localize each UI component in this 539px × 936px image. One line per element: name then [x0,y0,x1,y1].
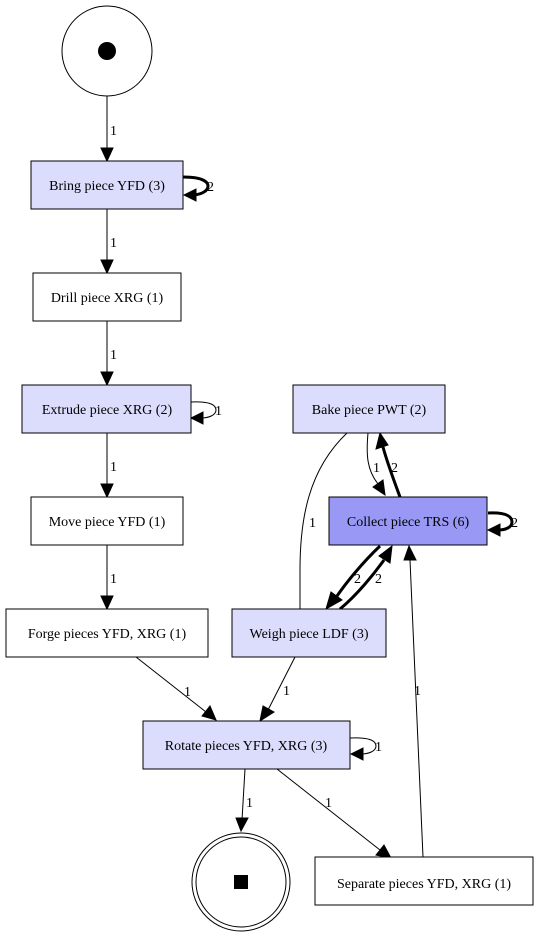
drill-label: Drill piece XRG (1) [51,291,164,306]
activity-node-bake[interactable]: Bake piece PWT (2) [292,384,446,434]
edge-label-move-forge: 1 [110,572,117,587]
activity-node-drill[interactable]: Drill piece XRG (1) [32,272,182,322]
activity-node-collect[interactable]: Collect piece TRS (6) [328,496,488,546]
edge-label-forge-rotate: 1 [184,685,191,700]
edge-label-extrude-self: 1 [215,404,222,419]
weigh-box [231,608,387,658]
end-square-icon [234,875,248,889]
activity-node-extrude[interactable]: Extrude piece XRG (2) [21,384,192,434]
edge-collect-self-loop: 2 [486,511,518,537]
edge-label-weigh-rotate: 1 [283,684,290,699]
move-label: Move piece YFD (1) [49,515,166,530]
edge-label-drill-extrude: 1 [110,348,117,363]
start-dot-icon [98,42,116,60]
move-box [30,496,184,546]
edge-extrude-self-loop: 1 [189,401,222,425]
edge-bring-to-drill: 1 [100,209,117,275]
edge-extrude-to-move: 1 [100,433,117,499]
edge-label-bring-self: 2 [207,180,214,195]
edge-rotate-self-loop: 1 [349,737,382,761]
start-node[interactable] [61,5,153,97]
forge-box [5,608,209,658]
bring-label: Bring piece YFD (3) [49,179,165,194]
rotate-label: Rotate pieces YFD, XRG (3) [165,739,328,754]
edge-weigh-to-rotate: 1 [259,656,296,723]
bring-box [30,160,184,210]
edge-rotate-to-end: 1 [235,768,253,833]
edge-forge-to-rotate: 1 [135,656,217,721]
activity-node-forge[interactable]: Forge pieces YFD, XRG (1) [5,608,209,658]
extrude-label: Extrude piece XRG (2) [42,403,173,418]
collect-box [328,496,488,546]
activity-node-weigh[interactable]: Weigh piece LDF (3) [231,608,387,658]
edge-label-rotate-self: 1 [375,740,382,755]
edge-label-collect-bake: 2 [391,461,398,476]
edge-start-to-bring: 1 [100,96,117,163]
edge-label-rotate-end: 1 [246,796,253,811]
edge-label-collect-weigh: 2 [354,572,361,587]
edge-label-extrude-move: 1 [110,460,117,475]
extrude-box [21,384,192,434]
edge-label-bake-weigh: 1 [309,516,316,531]
end-node[interactable] [191,832,291,932]
activity-node-bring[interactable]: Bring piece YFD (3) [30,160,184,210]
edge-label-bring-drill: 1 [110,236,117,251]
separate-box [314,856,534,906]
edge-label-weigh-collect: 2 [375,572,382,587]
edge-label-start-bring: 1 [110,124,117,139]
edge-collect-to-weigh: 2 [325,544,382,611]
weigh-label: Weigh piece LDF (3) [250,627,369,642]
edge-collect-to-bake: 2 [375,431,402,498]
activity-node-separate[interactable]: Separate pieces YFD, XRG (1) [314,856,534,906]
activity-node-rotate[interactable]: Rotate pieces YFD, XRG (3) [142,720,351,770]
edge-label-collect-self: 2 [511,516,518,531]
edge-label-bake-collect: 1 [373,461,380,476]
edge-label-rotate-separate: 1 [325,796,332,811]
separate-label: Separate pieces YFD, XRG (1) [337,877,511,892]
edge-drill-to-extrude: 1 [100,321,117,387]
edge-bring-self-loop: 2 [182,175,214,202]
collect-label: Collect piece TRS (6) [347,515,470,530]
bake-box [292,384,446,434]
edge-separate-to-collect: 1 [403,544,424,858]
edge-bake-to-collect: 1 [366,432,386,497]
edge-label-separate-collect: 1 [414,684,421,699]
edge-weigh-to-collect: 2 [339,544,393,611]
edge-rotate-to-separate: 1 [276,768,392,859]
forge-label: Forge pieces YFD, XRG (1) [28,627,187,642]
drill-box [32,272,182,322]
edge-move-to-forge: 1 [100,545,117,611]
bake-label: Bake piece PWT (2) [312,403,427,418]
rotate-box [142,720,351,770]
activity-node-move[interactable]: Move piece YFD (1) [30,496,184,546]
